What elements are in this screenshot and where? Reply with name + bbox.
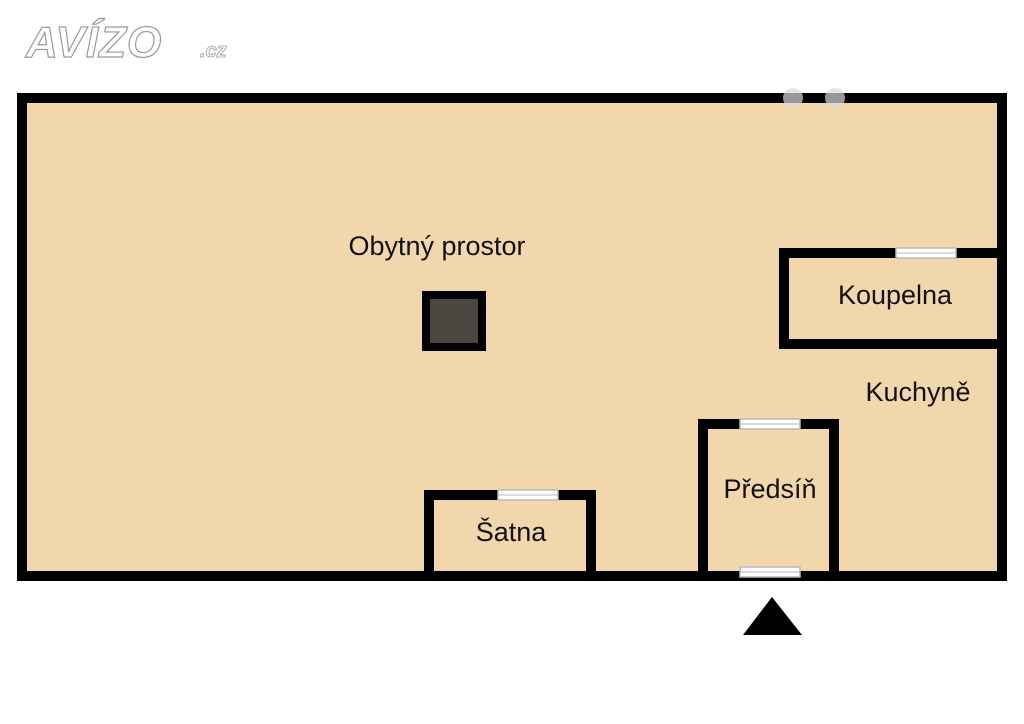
- door-entrance: [739, 566, 801, 578]
- door-hall-top: [739, 418, 801, 430]
- door-wardrobe: [497, 489, 559, 501]
- door-bathroom: [895, 247, 957, 259]
- floor-area: [26, 100, 1000, 572]
- room-label-wardrobe: Šatna: [476, 516, 548, 547]
- pillar: [422, 291, 486, 351]
- room-label-hall: Předsíň: [723, 474, 816, 504]
- room-label-living: Obytný prostor: [348, 231, 525, 261]
- logo-tld: .cz: [200, 40, 227, 62]
- avizo-logo[interactable]: AVÍZO .cz: [0, 0, 260, 80]
- entrance-arrow-icon: [743, 597, 802, 635]
- wall-mark: [783, 88, 803, 108]
- outer-wall: [17, 93, 1007, 581]
- room-label-bathroom: Koupelna: [838, 280, 953, 310]
- logo-wordmark: AVÍZO: [25, 17, 162, 67]
- room-label-kitchen: Kuchyně: [865, 377, 970, 407]
- wall-mark: [825, 88, 845, 108]
- bathroom-walls: [779, 248, 998, 349]
